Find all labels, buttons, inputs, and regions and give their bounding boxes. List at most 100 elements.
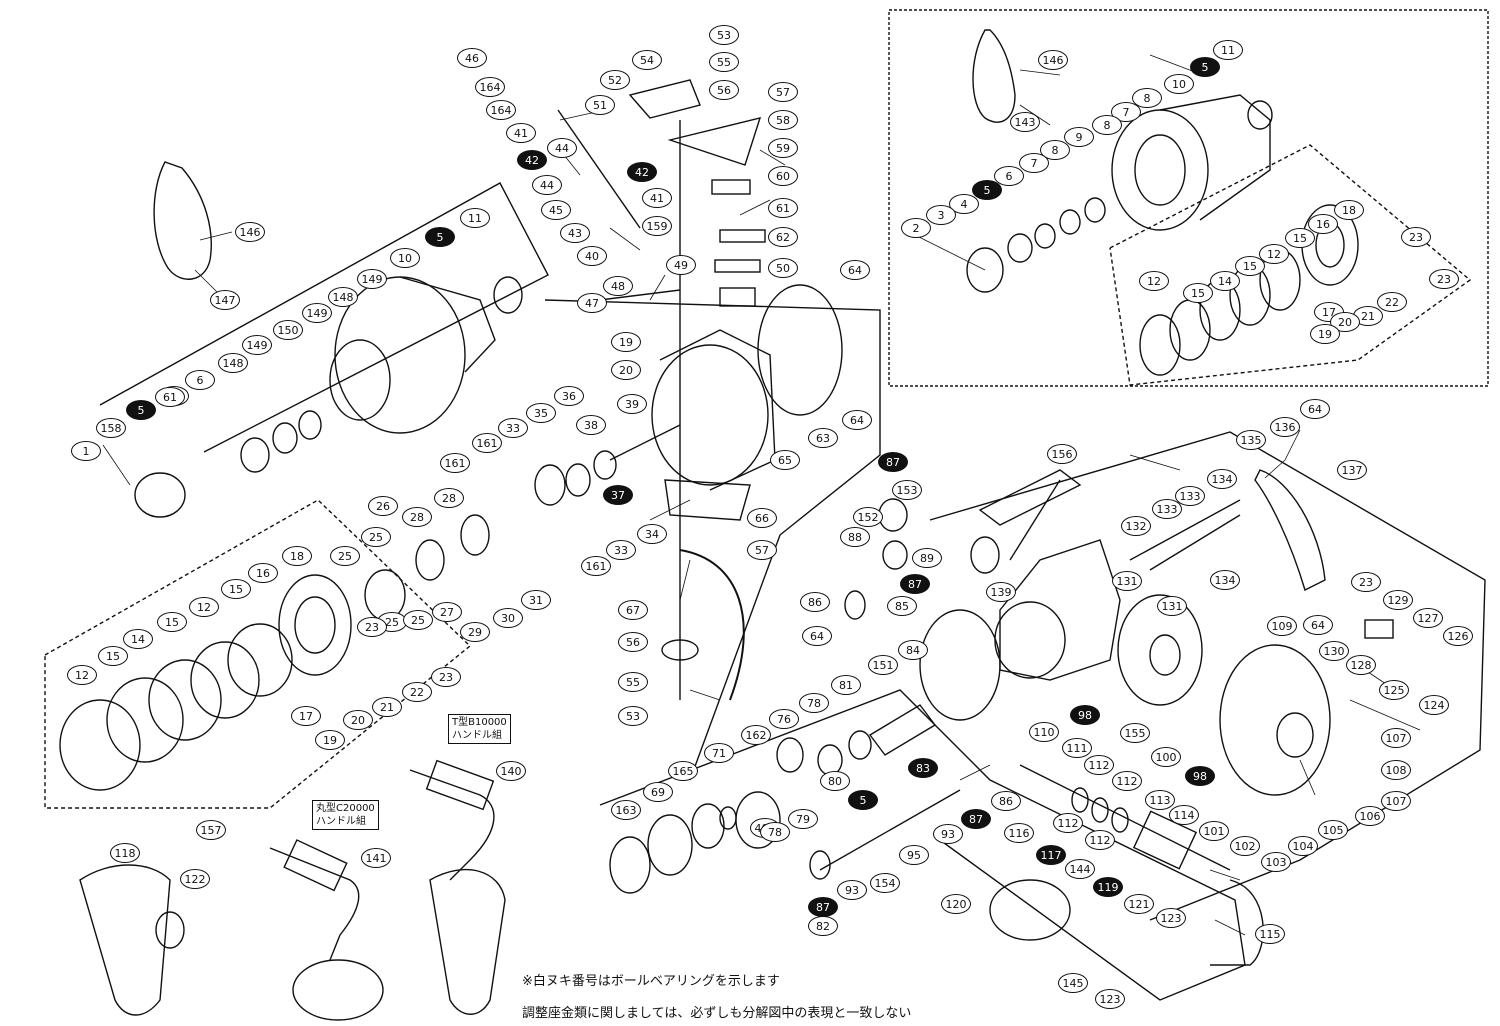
callout-badge: 116 [1004,823,1034,843]
callout-badge-filled: 42 [627,162,657,182]
callout-badge-filled: 5 [1190,57,1220,77]
left-drag-knob [134,472,186,518]
callout-badge: 102 [1230,836,1260,856]
callout-badge: 18 [1334,200,1364,220]
callout-badge: 29 [460,622,490,642]
round-handle-knob [292,959,384,1021]
callout-badge: 141 [361,848,391,868]
callout-badge: 8 [1132,88,1162,108]
callout-badge: 50 [768,258,798,278]
callout-badge: 15 [1235,256,1265,276]
callout-badge: 53 [709,25,739,45]
callout-badge: 36 [554,386,584,406]
callout-badge: 71 [704,743,734,763]
callout-badge: 25 [361,527,391,547]
callout-badge: 115 [1255,924,1285,944]
callout-badge: 44 [532,175,562,195]
callout-badge: 40 [577,246,607,266]
inset-drag-panel [1109,144,1472,386]
callout-badge: 23 [1429,269,1459,289]
callout-badge: 20 [343,710,373,730]
callout-badge: 112 [1085,830,1115,850]
callout-badge: 28 [402,507,432,527]
callout-badge: 148 [218,353,248,373]
callout-badge: 67 [618,600,648,620]
callout-badge: 69 [643,782,673,802]
callout-badge: 22 [402,682,432,702]
callout-badge: 17 [291,706,321,726]
callout-badge: 109 [1267,616,1297,636]
callout-badge: 6 [185,370,215,390]
callout-badge: 143 [1010,112,1040,132]
callout-badge: 125 [1379,680,1409,700]
callout-badge: 23 [431,667,461,687]
callout-badge: 23 [357,617,387,637]
t-handle-assembly-label: T型B10000 ハンドル組 [448,714,511,744]
callout-badge: 144 [1065,859,1095,879]
callout-badge: 18 [282,546,312,566]
callout-badge: 16 [1308,214,1338,234]
round-handle-label-line2: ハンドル組 [316,816,366,827]
callout-badge: 131 [1157,596,1187,616]
t-handle-label-line1: T型B10000 [452,717,507,728]
callout-badge: 156 [1047,444,1077,464]
rotor-brake [1254,469,1326,591]
rotor-cover [757,284,843,416]
callout-badge: 101 [1199,821,1229,841]
callout-badge: 1 [71,441,101,461]
callout-badge: 39 [617,394,647,414]
callout-badge: 130 [1319,641,1349,661]
callout-badge: 23 [1351,572,1381,592]
callout-badge: 157 [196,820,226,840]
callout-badge: 140 [496,761,526,781]
callout-badge: 21 [372,697,402,717]
callout-badge: 107 [1381,728,1411,748]
callout-badge: 89 [912,548,942,568]
callout-badge: 45 [541,200,571,220]
callout-badge: 30 [493,608,523,628]
shim-note: 調整座金類に関しましては、必ずしも分解図中の表現と一致しない [522,1006,912,1021]
callout-badge: 46 [457,48,487,68]
callout-badge: 14 [123,629,153,649]
callout-badge: 126 [1443,626,1473,646]
callout-badge: 52 [600,70,630,90]
callout-badge-filled: 98 [1070,705,1100,725]
callout-badge: 15 [1285,228,1315,248]
callout-badge: 146 [1038,50,1068,70]
callout-badge: 152 [853,507,883,527]
reel-body [999,539,1121,681]
callout-badge: 128 [1346,655,1376,675]
callout-badge: 12 [1259,244,1289,264]
callout-badge: 151 [868,655,898,675]
handle-knob [989,879,1071,941]
callout-badge: 137 [1337,460,1367,480]
callout-badge: 105 [1318,820,1348,840]
callout-badge: 35 [526,403,556,423]
callout-badge: 3 [926,205,956,225]
callout-badge: 78 [760,822,790,842]
body-cover [1219,644,1331,796]
callout-badge: 10 [390,248,420,268]
callout-badge: 124 [1419,695,1449,715]
callout-badge-filled: 119 [1093,877,1123,897]
callout-badge: 112 [1053,813,1083,833]
callout-badge-filled: 87 [808,897,838,917]
callout-badge: 22 [1377,292,1407,312]
callout-badge: 132 [1121,516,1151,536]
inset-cover-cap [972,29,1016,123]
inset-spool-skirt [1111,109,1209,231]
callout-badge: 60 [768,166,798,186]
callout-badge: 64 [840,260,870,280]
callout-badge: 108 [1381,760,1411,780]
callout-badge: 56 [618,632,648,652]
callout-badge: 131 [1112,571,1142,591]
callout-badge: 163 [611,800,641,820]
callout-badge: 33 [498,418,528,438]
callout-badge: 86 [800,592,830,612]
callout-badge: 162 [741,725,771,745]
callout-badge: 25 [403,610,433,630]
callout-badge: 48 [603,276,633,296]
callout-badge: 161 [440,453,470,473]
callout-badge: 64 [802,626,832,646]
callout-badge: 28 [434,488,464,508]
